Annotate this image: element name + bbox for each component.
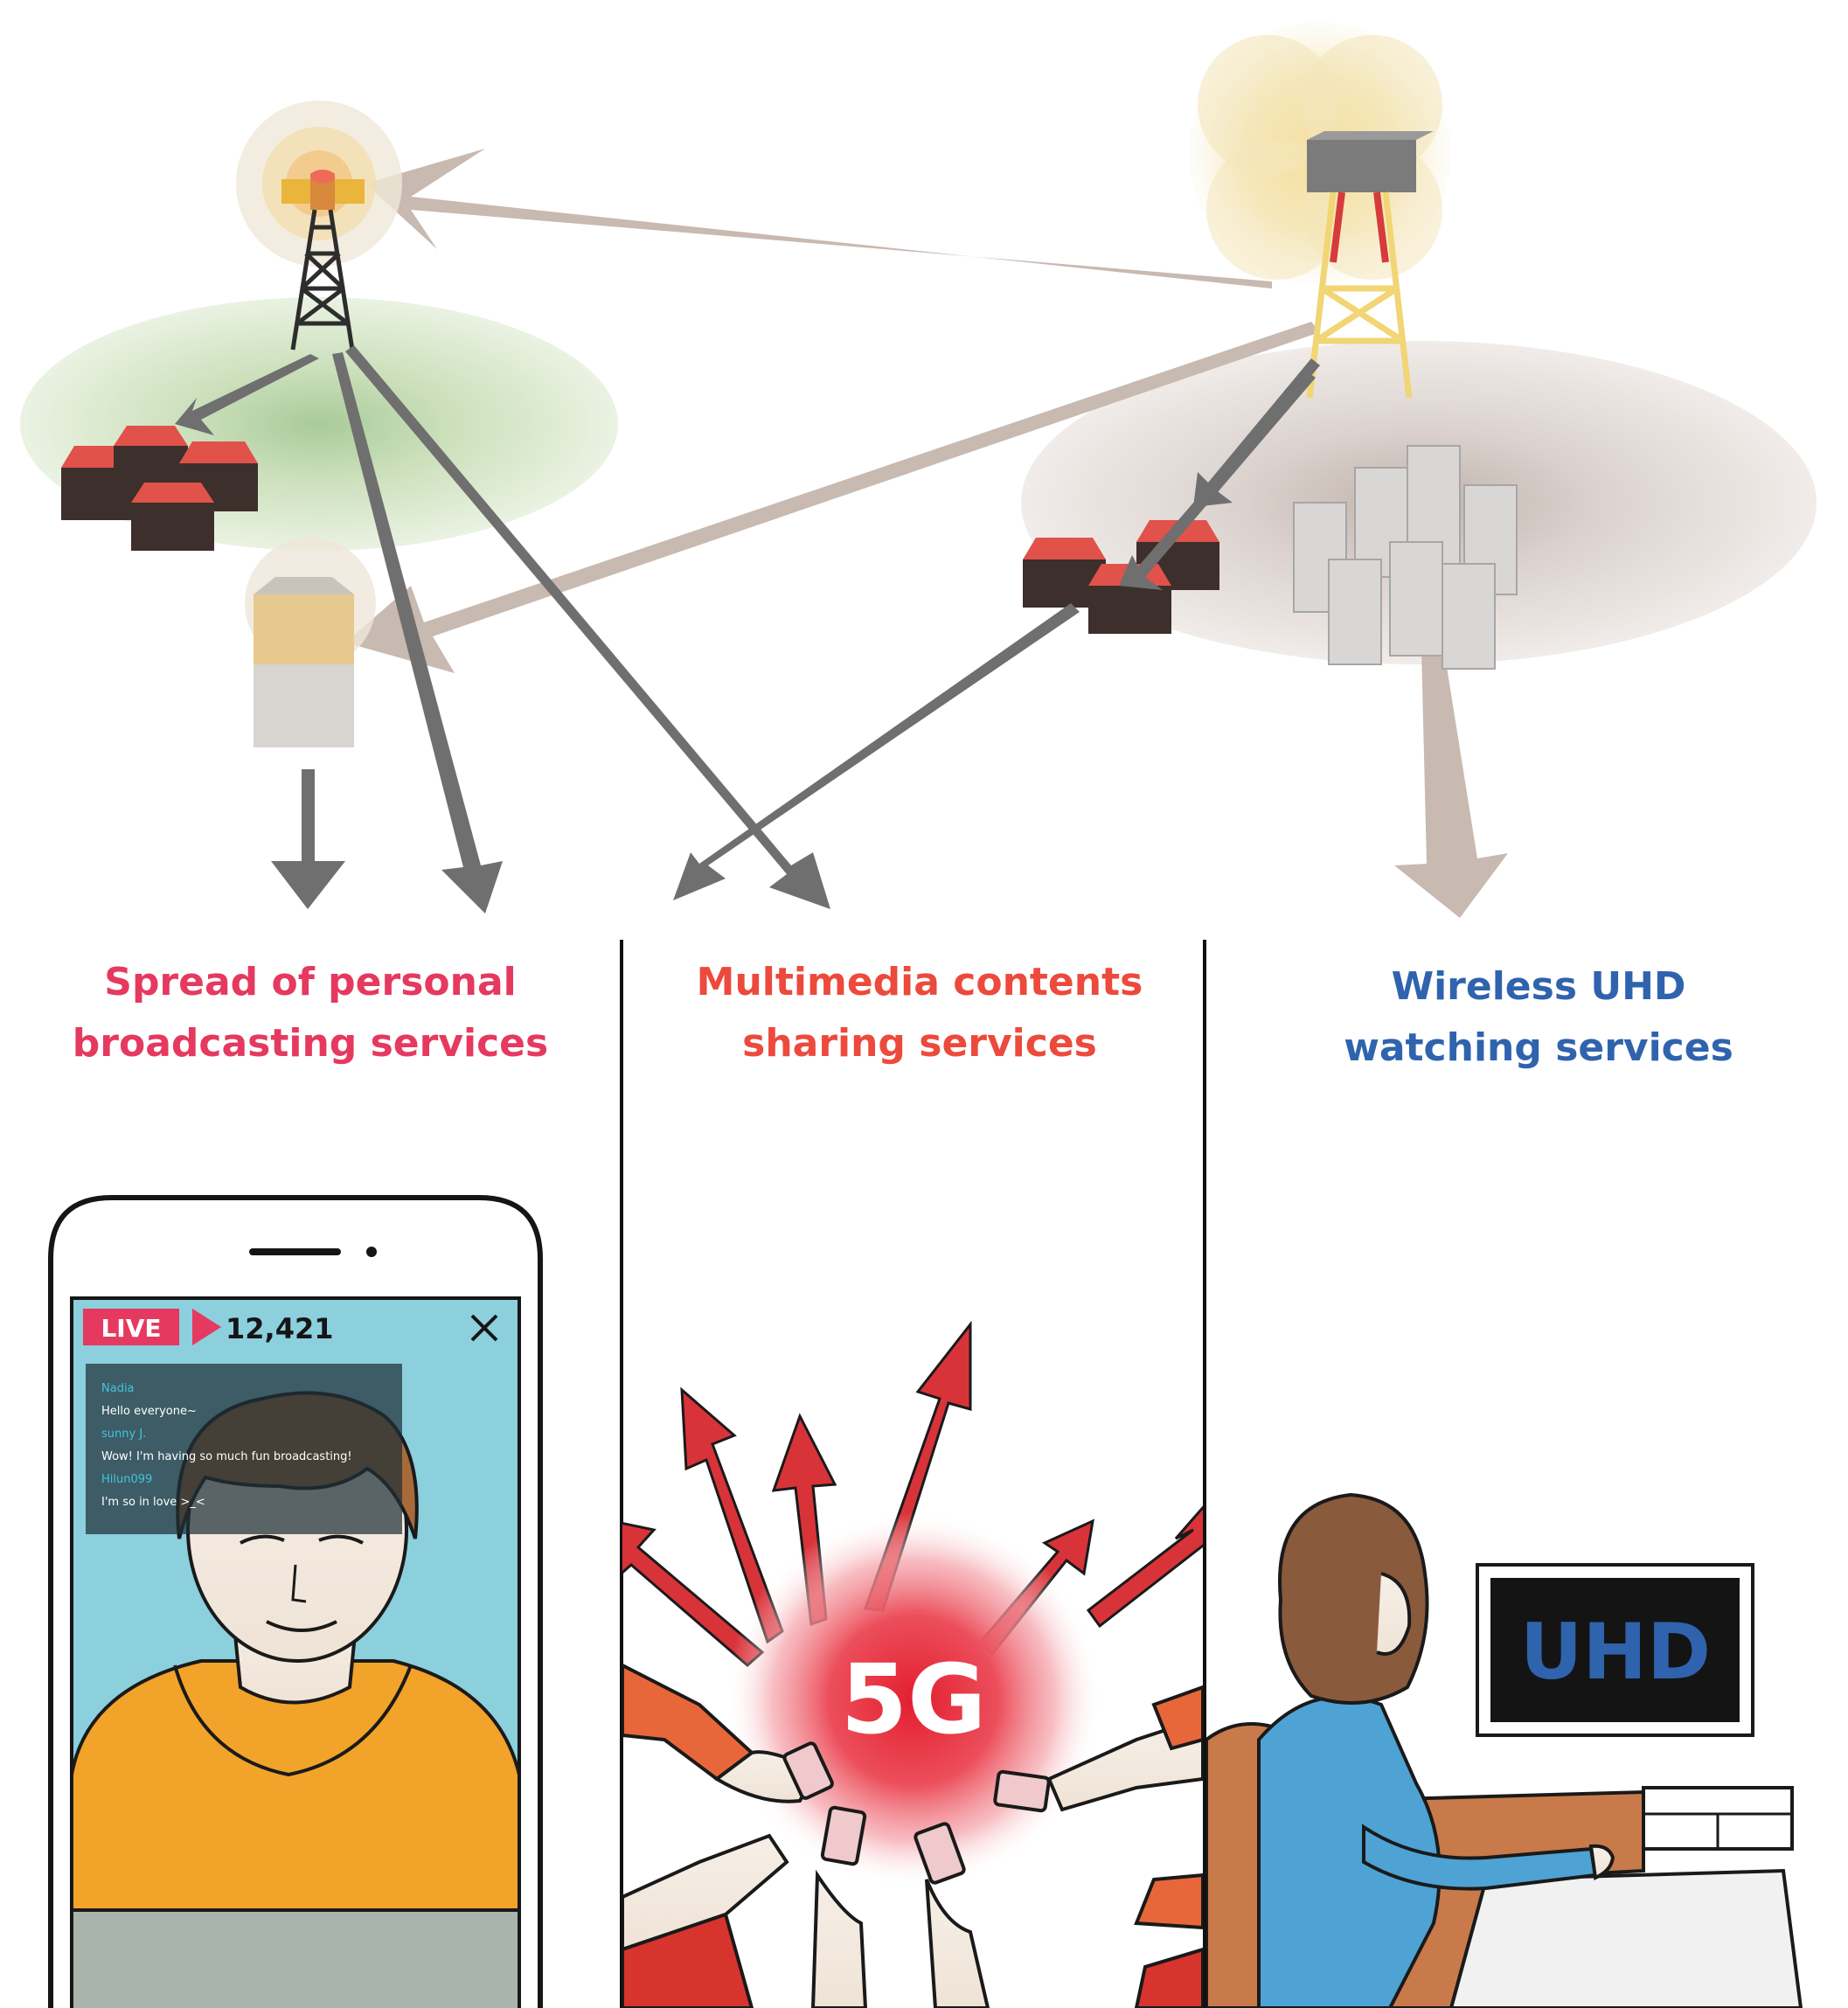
tv-screen — [1490, 1578, 1740, 1722]
chat-username-1: Nadia — [101, 1382, 135, 1395]
live-badge — [83, 1309, 179, 1345]
chat-message-3: I'm so in love >_< — [101, 1496, 205, 1509]
phone-camera — [366, 1247, 377, 1257]
hands-with-phones — [622, 1663, 1203, 2008]
network-illustration — [20, 22, 1817, 918]
uhd-watching-illustration: UHD — [1206, 1492, 1803, 2008]
chat-panel — [86, 1364, 402, 1534]
phone-desk — [72, 1908, 519, 2008]
viewer-woman — [1257, 1492, 1615, 2008]
uhd-title-line1: Wireless UHD — [1392, 964, 1686, 1009]
5g-badge: 5G — [841, 1643, 987, 1755]
personal-title-line1: Spread of personal — [104, 960, 516, 1004]
chat-username-2: sunny J. — [101, 1428, 146, 1441]
chat-message-1: Hello everyone~ — [101, 1405, 197, 1418]
close-icon[interactable] — [470, 1314, 498, 1342]
chat-message-2: Wow! I'm having so much fun broadcasting… — [101, 1450, 352, 1463]
light-arrow-to-uhd — [1394, 612, 1508, 918]
apartment-blocks — [1293, 445, 1518, 670]
houses-left — [61, 426, 258, 551]
dark-arrows — [175, 345, 1320, 914]
multimedia-title-line1: Multimedia contents — [697, 960, 1143, 1004]
right-transmitter — [1189, 22, 1451, 399]
office-building-left — [245, 538, 376, 747]
multimedia-title-line2: sharing services — [742, 1021, 1097, 1066]
play-icon — [192, 1309, 221, 1345]
light-arrow-to-building — [345, 322, 1320, 673]
5g-sharing-illustration: 5G — [622, 1320, 1203, 2008]
phone-speaker — [249, 1248, 341, 1255]
smartphone: Nadia Hello everyone~ sunny J. Wow! I'm … — [48, 1195, 543, 2008]
personal-title-line2: broadcasting services — [73, 1021, 548, 1066]
chat-username-3: Hilun099 — [101, 1473, 152, 1486]
light-arrow-satellite-link — [365, 149, 1272, 288]
left-transmitter — [236, 101, 402, 351]
viewer-count: 12,421 — [226, 1312, 333, 1345]
tv-uhd-label: UHD — [1520, 1607, 1711, 1697]
live-badge-label: LIVE — [101, 1314, 161, 1343]
uhd-title-line2: watching services — [1344, 1025, 1733, 1070]
